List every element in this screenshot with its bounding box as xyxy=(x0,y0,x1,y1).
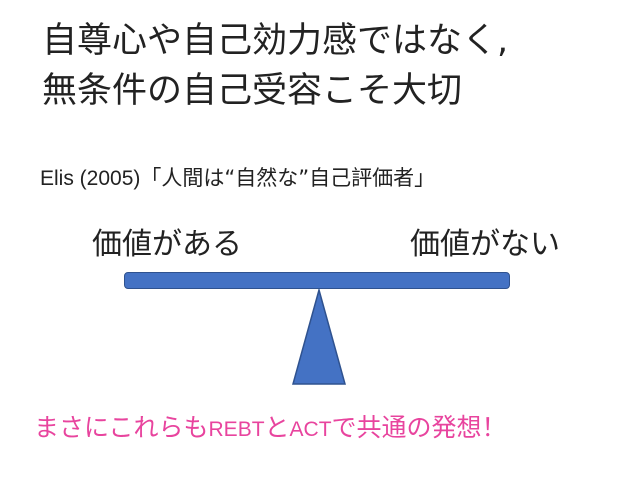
conclusion-and: と xyxy=(264,413,290,442)
conclusion-rebt: REBT xyxy=(208,418,265,441)
scale-label-not-valuable: 価値がない xyxy=(410,227,560,262)
conclusion-text: まさにこれらもREBTとACTで共通の発想！ xyxy=(34,415,507,440)
conclusion-part-2: で共通の発想！ xyxy=(331,413,507,442)
citation-quote: 「人間は“自然な”自己評価者」 xyxy=(140,166,436,190)
conclusion-act: ACT xyxy=(289,418,332,441)
scale-label-valuable: 価値がある xyxy=(92,227,242,262)
fulcrum-triangle-icon xyxy=(292,289,346,385)
balance-beam xyxy=(124,272,510,289)
citation-author: Elis (2005) xyxy=(40,167,141,190)
conclusion-part-1: まさにこれらも xyxy=(34,413,209,442)
citation: Elis (2005)「人間は“自然な”自己評価者」 xyxy=(40,166,436,190)
title-line-1: 自尊心や自己効力感ではなく, xyxy=(42,21,509,61)
title-line-2: 無条件の自己受容こそ大切 xyxy=(42,71,463,111)
